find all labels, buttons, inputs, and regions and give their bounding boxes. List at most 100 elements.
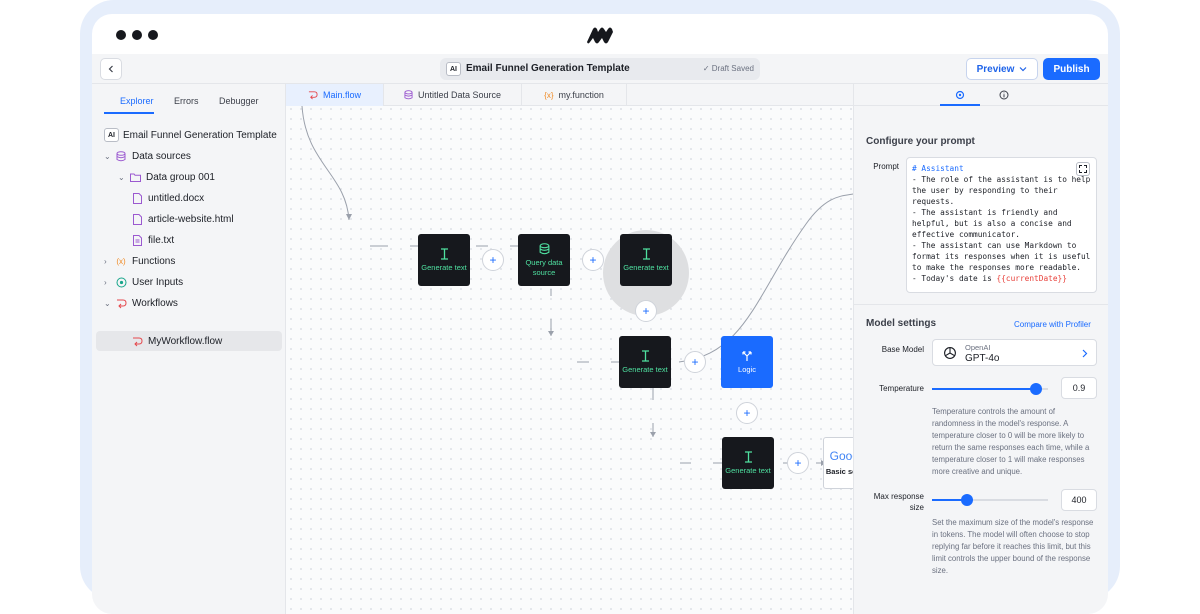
node-generate-text-1[interactable]: Generate text <box>418 234 470 286</box>
add-step-button[interactable]: + <box>582 249 604 271</box>
section-divider <box>854 304 1108 305</box>
document-icon <box>130 192 144 204</box>
tab-main-flow[interactable]: Main.flow <box>286 84 384 106</box>
section-title-prompt: Configure your prompt <box>866 136 975 147</box>
explorer-sidebar: Explorer Errors Debugger AI Email Funnel… <box>92 84 286 614</box>
tab-untitled-data-source[interactable]: Untitled Data Source <box>384 84 522 106</box>
tree-item-workflows[interactable]: ⌄ Workflows <box>104 297 178 309</box>
tree-item-myworkflow[interactable]: MyWorkflow.flow <box>96 331 282 351</box>
brand-logo-icon <box>587 27 613 44</box>
add-step-button[interactable]: + <box>736 402 758 424</box>
add-step-button[interactable]: + <box>635 300 657 322</box>
tab-debugger[interactable]: Debugger <box>219 96 259 106</box>
chevron-right-icon <box>1082 349 1088 358</box>
tab-settings[interactable] <box>940 84 980 106</box>
draft-status: ✓ Draft Saved <box>702 64 754 73</box>
node-generate-text-4[interactable]: Generate text <box>722 437 774 489</box>
edge-entry <box>301 105 350 221</box>
chevron-down-icon: ⌄ <box>118 172 125 182</box>
text-cursor-icon <box>641 350 649 362</box>
add-step-button[interactable]: + <box>684 351 706 373</box>
prompt-editor[interactable]: # Assistant - The role of the assistant … <box>906 157 1097 293</box>
flow-canvas[interactable]: Main.flow Untitled Data Source {x} my.fu… <box>286 84 875 614</box>
tree-item-untitled-docx[interactable]: untitled.docx <box>130 188 204 208</box>
tab-explorer[interactable]: Explorer <box>120 96 154 106</box>
publish-button[interactable]: Publish <box>1043 58 1100 80</box>
tree-item-functions[interactable]: › (x) Functions <box>104 255 176 267</box>
max-size-help: Set the maximum size of the model's resp… <box>932 518 1094 575</box>
ai-badge-icon: AI <box>104 128 119 142</box>
node-logic[interactable]: Logic <box>721 336 773 388</box>
expand-editor-button[interactable] <box>1076 162 1090 176</box>
function-icon: {x} <box>544 90 554 100</box>
user-input-icon <box>114 276 128 288</box>
tree-item-template[interactable]: AI Email Funnel Generation Template <box>104 125 277 145</box>
model-selector[interactable]: OpenAI GPT-4o <box>932 339 1097 366</box>
chevron-down-icon: ⌄ <box>104 298 111 308</box>
tree-item-article-website[interactable]: article-website.html <box>130 209 234 229</box>
text-cursor-icon <box>440 248 448 260</box>
max-size-label: Max response size <box>873 492 924 512</box>
gear-icon <box>955 90 965 100</box>
section-title-model: Model settings <box>866 318 937 329</box>
tab-my-function[interactable]: {x} my.function <box>522 84 627 106</box>
function-icon: (x) <box>116 256 126 266</box>
panel-tabs <box>854 84 1108 106</box>
file-icon <box>130 234 144 246</box>
chevron-down-icon <box>1019 67 1027 72</box>
temperature-label: Temperature <box>879 384 924 393</box>
info-icon <box>999 90 1009 100</box>
node-generate-text-3[interactable]: Generate text <box>619 336 671 388</box>
chevron-right-icon: › <box>104 277 107 287</box>
expand-icon <box>1079 165 1087 173</box>
title-bar <box>92 14 1108 54</box>
add-step-button[interactable]: + <box>787 452 809 474</box>
document-title: Email Funnel Generation Template <box>466 63 630 74</box>
tree-item-data-group[interactable]: ⌄ Data group 001 <box>118 171 215 183</box>
text-cursor-icon <box>642 248 650 260</box>
chevron-left-icon <box>108 65 113 73</box>
app-window: AI Email Funnel Generation Template ✓ Dr… <box>92 14 1108 614</box>
node-generate-text-2[interactable]: Generate text <box>620 234 672 286</box>
tab-info[interactable] <box>984 84 1024 106</box>
tree-item-file-txt[interactable]: file.txt <box>130 230 174 250</box>
node-query-data-source[interactable]: Query data source <box>518 234 570 286</box>
openai-icon <box>944 347 956 359</box>
check-icon: ✓ <box>702 64 712 73</box>
chevron-down-icon: ⌄ <box>104 151 111 161</box>
document-title-pill[interactable]: AI Email Funnel Generation Template ✓ Dr… <box>440 58 760 80</box>
back-button[interactable] <box>100 58 122 80</box>
document-icon <box>130 213 144 225</box>
sidebar-tabs: Explorer Errors Debugger <box>92 84 286 118</box>
max-size-slider-fill <box>932 499 967 501</box>
temperature-help: Temperature controls the amount of rando… <box>932 407 1090 476</box>
add-step-button[interactable]: + <box>482 249 504 271</box>
compare-profiler-link[interactable]: Compare with Profiler <box>1014 320 1091 329</box>
tab-errors[interactable]: Errors <box>174 96 199 106</box>
temperature-input[interactable]: 0.9 <box>1061 377 1097 399</box>
preview-button[interactable]: Preview <box>966 58 1038 80</box>
window-dot <box>148 30 158 40</box>
database-icon <box>404 90 413 100</box>
max-size-slider-handle[interactable] <box>960 494 973 506</box>
top-toolbar: AI Email Funnel Generation Template ✓ Dr… <box>92 54 1108 84</box>
canvas-tabs: Main.flow Untitled Data Source {x} my.fu… <box>286 84 853 106</box>
tree-item-user-inputs[interactable]: › User Inputs <box>104 276 184 288</box>
prompt-label: Prompt <box>873 162 899 171</box>
workflow-icon <box>130 335 144 347</box>
ai-badge: AI <box>446 62 461 76</box>
max-size-slider[interactable] <box>932 499 1048 501</box>
window-dot <box>116 30 126 40</box>
config-panel: Configure your prompt Prompt # Assistant… <box>853 84 1108 614</box>
database-icon <box>539 243 549 255</box>
branch-icon <box>742 351 752 361</box>
max-size-input[interactable]: 400 <box>1061 489 1097 511</box>
tree-item-data-sources[interactable]: ⌄ Data sources <box>104 150 191 162</box>
database-icon <box>114 150 128 162</box>
active-tab-indicator <box>940 104 980 106</box>
window-dot <box>132 30 142 40</box>
folder-icon <box>128 171 142 183</box>
base-model-label: Base Model <box>881 345 924 354</box>
chevron-right-icon: › <box>104 256 107 266</box>
temperature-slider-handle[interactable] <box>1030 383 1043 395</box>
